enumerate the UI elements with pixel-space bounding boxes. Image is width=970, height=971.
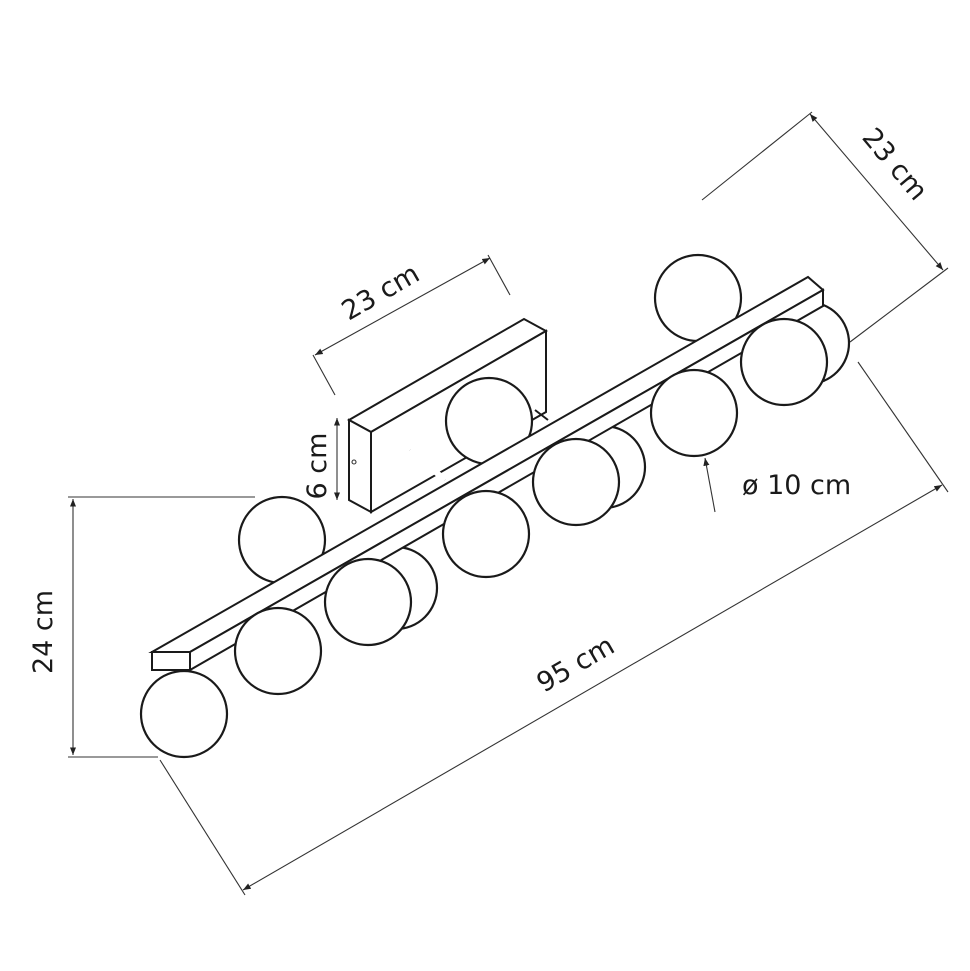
globe-5 (531, 437, 621, 527)
length-label: 95 cm (532, 630, 620, 699)
globe-4 (441, 489, 531, 579)
globe-diameter-label: ø 10 cm (742, 470, 851, 501)
height-label: 24 cm (28, 590, 59, 674)
globe-2 (233, 606, 323, 696)
globe-7 (739, 317, 829, 407)
plate-width-label: 23 cm (337, 258, 425, 327)
globe-3 (323, 557, 413, 647)
plate-height-label: 6 cm (302, 433, 333, 500)
globe-6 (649, 368, 739, 458)
light-bar (148, 275, 825, 672)
dimension-lines (68, 111, 949, 896)
depth-label: 23 cm (856, 122, 934, 206)
globe-1 (139, 669, 229, 759)
